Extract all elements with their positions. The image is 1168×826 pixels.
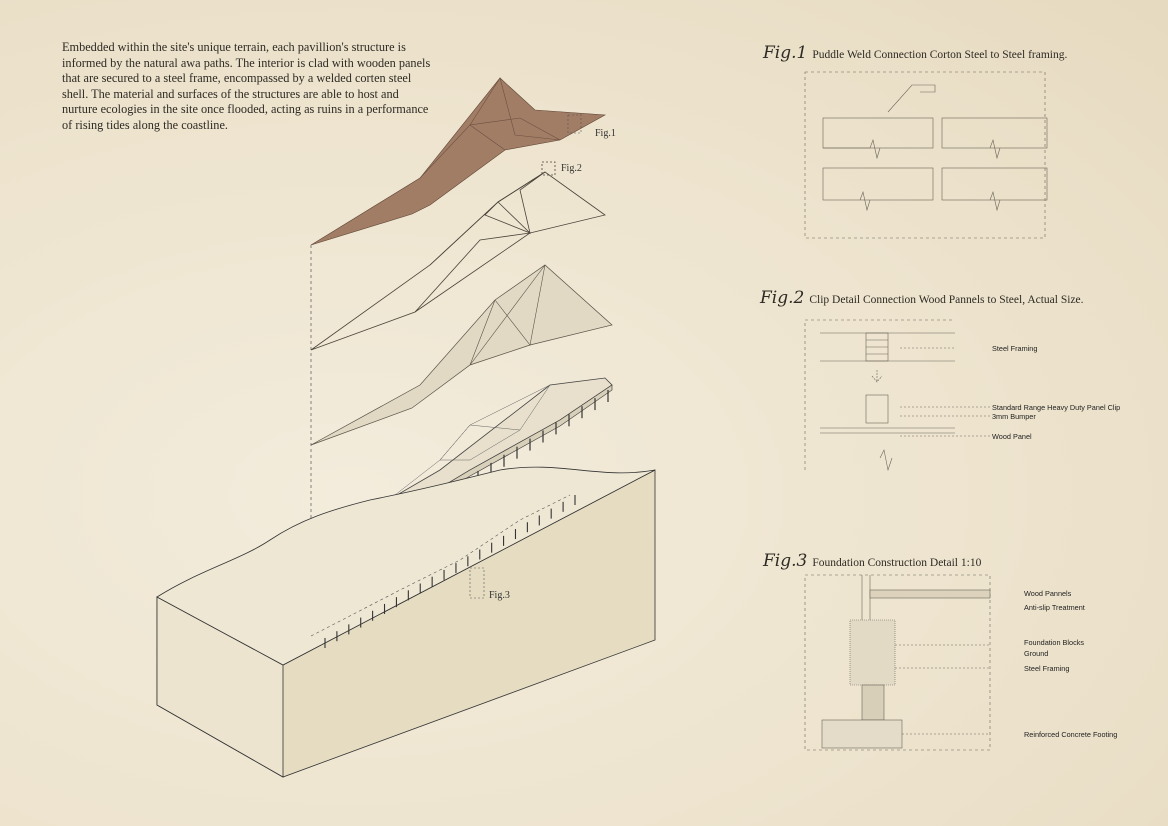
fig3-frame [804,574,991,751]
fig3-heading: Fig.3 Foundation Construction Detail 1:10 [763,551,981,571]
fig3-label-concrete-footing: Reinforced Concrete Footing [1024,730,1118,739]
steel-frame-layer [310,161,606,351]
fig3-label-foundation-blocks: Foundation Blocks [1024,638,1085,647]
fig2-label-bumper: 3mm Bumper [992,412,1036,421]
terrain-base-block [156,466,656,778]
fig3-label-ground: Ground [1024,649,1049,658]
fig1-heading: Fig.1 Puddle Weld Connection Corton Steel… [763,43,1067,63]
fig1-number: Fig.1 [763,43,808,63]
fig1-callout-label: Fig.1 [595,128,616,139]
fig1-title: Puddle Weld Connection Corton Steel to S… [812,49,1068,61]
corten-shell-layer [310,77,607,246]
fig3-label-steel-framing: Steel Framing [1024,664,1070,673]
fig3-callout-box [469,567,485,599]
fig3-label-wood-pannels: Wood Pannels [1024,589,1072,598]
fig2-detail-drawing [804,319,990,472]
fig3-callout-label: Fig.3 [489,590,510,601]
intro-paragraph: Embedded within the site's unique terrai… [62,40,431,132]
fig2-number: Fig.2 [760,288,805,308]
fig3-detail-drawing [804,574,991,751]
fig2-heading: Fig.2 Clip Detail Connection Wood Pannels… [760,288,1084,308]
fig3-title: Foundation Construction Detail 1:10 [812,557,982,569]
fig2-callout-box [541,161,556,176]
fig3-number: Fig.3 [763,551,808,571]
fig1-frame [804,71,1046,239]
fig3-label-anti-slip: Anti-slip Treatment [1024,603,1085,612]
fig2-callout-label: Fig.2 [561,163,582,174]
fig1-detail-drawing [804,71,1048,239]
fig2-title: Clip Detail Connection Wood Pannels to S… [809,294,1084,306]
fig2-label-wood-panel: Wood Panel [992,432,1032,441]
fig2-frame [804,319,955,470]
fig2-label-steel-framing: Steel Framing [992,344,1038,353]
fig1-callout-box [567,114,582,134]
fig2-label-panel-clip: Standard Range Heavy Duty Panel Clip [992,403,1121,412]
wood-panel-layer [310,264,613,446]
